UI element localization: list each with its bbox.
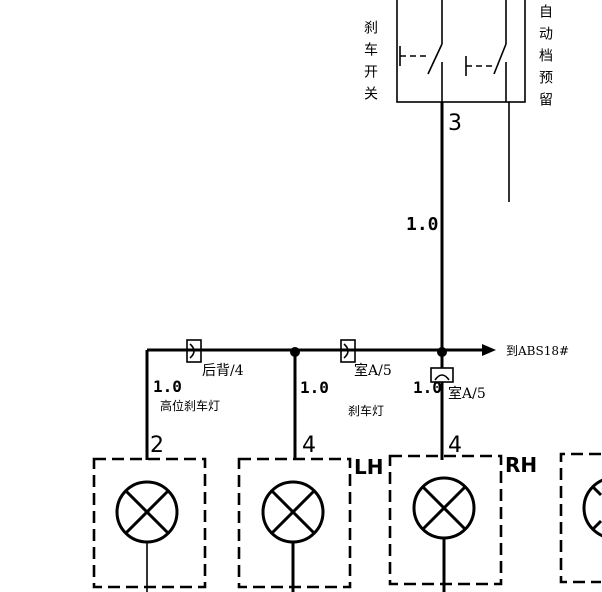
connector-rear-back [186, 339, 202, 363]
lamp-high-brake [92, 457, 207, 592]
mid-lamp-pin: 4 [302, 433, 316, 458]
left-lamp-pin: 2 [150, 433, 164, 458]
room-a5-top-label: 室A/5 [354, 362, 392, 379]
brake-switch-box [396, 0, 526, 103]
lamp-brake-lh [237, 457, 352, 592]
connector-room-a5-top [340, 339, 356, 363]
arrow-to-abs [482, 344, 496, 356]
brake-lamp-label: 刹车灯 [348, 403, 384, 418]
main-wire-gauge: 1.0 [406, 214, 439, 235]
brake-switch-label: 刹车开关 [362, 20, 378, 108]
destination-label: 到ABS18# [506, 344, 569, 358]
high-brake-lamp-label: 高位刹车灯 [160, 398, 220, 413]
lh-label: LH [354, 455, 383, 479]
rear-back-connector-label: 后背/4 [202, 363, 244, 379]
room-a5-bottom-label: 室A/5 [448, 385, 486, 402]
rh-label: RH [505, 453, 537, 477]
switch-pin-number: 3 [448, 111, 462, 136]
brake-switch [396, 0, 526, 103]
lamp-partial-right [559, 452, 602, 584]
lamp-brake-rh [388, 454, 503, 592]
left-wire-gauge: 1.0 [153, 377, 182, 396]
right-wire-gauge: 1.0 [413, 378, 442, 397]
right-lamp-pin: 4 [448, 433, 462, 458]
auto-reserved-label: 自动档预留 [537, 4, 553, 114]
mid-wire-gauge: 1.0 [300, 378, 329, 397]
